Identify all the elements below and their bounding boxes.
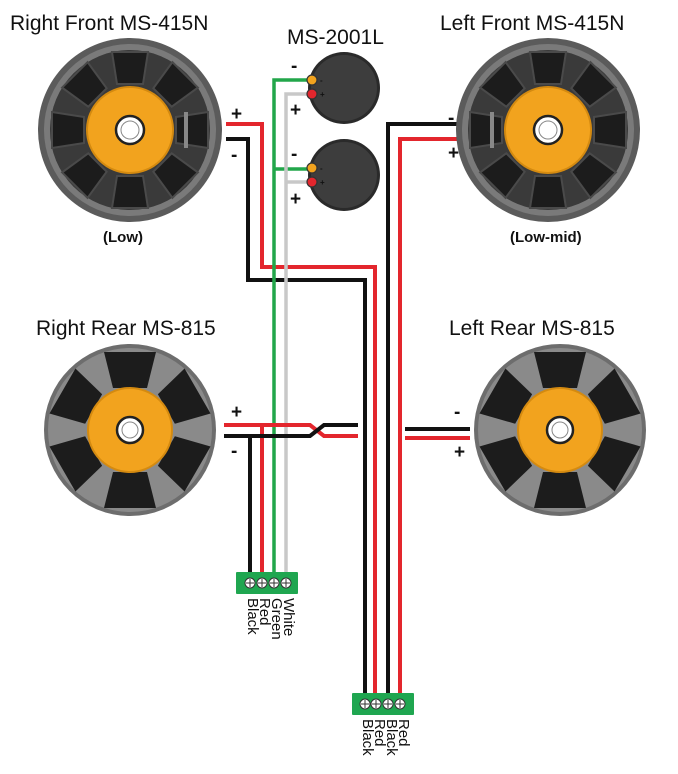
tweeter-top-term-neg: - <box>320 76 323 85</box>
left-block-label-green: Green <box>268 598 285 640</box>
bottom-terminal-block <box>352 693 414 715</box>
bottom-block-label-black-1: Black <box>359 719 376 756</box>
right-front-pos-label: + <box>231 104 242 125</box>
left-block-label-white: White <box>280 598 297 636</box>
right-rear-speaker <box>42 342 218 518</box>
right-front-positive-wire <box>226 122 377 693</box>
right-front-title: Right Front MS-415N <box>10 12 208 35</box>
right-front-neg-label: - <box>231 145 237 166</box>
left-rear-pos-label: + <box>454 442 465 463</box>
right-rear-negative-cross-wire <box>250 423 358 438</box>
tweeter-top-negative-wire <box>272 78 310 572</box>
tweeter-bottom-term-neg: - <box>320 164 323 173</box>
tweeter-title: MS-2001L <box>287 26 384 49</box>
left-rear-speaker <box>472 342 648 518</box>
tweeter-top-term-pos: + <box>320 90 325 99</box>
tweeter-top-pos-label: + <box>290 100 301 121</box>
left-rear-title: Left Rear MS-815 <box>449 317 615 340</box>
tweeter-bottom: - + <box>306 139 380 211</box>
bottom-block-label-red-1: Red <box>371 719 388 747</box>
right-front-speaker <box>36 36 224 224</box>
tweeter-top-positive-wire <box>284 92 310 572</box>
left-block-label-red: Red <box>256 598 273 626</box>
right-rear-positive-drop-wire <box>224 423 264 572</box>
left-front-negative-wire <box>386 122 470 693</box>
tweeter-top: - + <box>306 52 380 124</box>
bottom-block-label-black-2: Black <box>383 719 400 756</box>
left-front-pos-label: + <box>448 143 459 164</box>
tweeter-top-neg-label: - <box>291 56 297 77</box>
right-front-sublabel: (Low) <box>103 229 143 246</box>
tweeter-top-negative-terminal <box>306 74 318 86</box>
left-front-sublabel: (Low-mid) <box>510 229 582 246</box>
tweeter-bottom-neg-label: - <box>291 144 297 165</box>
left-front-speaker <box>454 36 642 224</box>
left-terminal-block <box>236 572 298 594</box>
bottom-block-label-red-2: Red <box>395 719 412 747</box>
tweeter-bottom-positive-terminal <box>306 176 318 188</box>
left-front-title: Left Front MS-415N <box>440 12 624 35</box>
right-rear-title: Right Rear MS-815 <box>36 317 216 340</box>
tweeter-bottom-term-pos: + <box>320 178 325 187</box>
left-front-positive-wire <box>398 137 470 693</box>
right-front-negative-wire <box>226 137 367 693</box>
tweeter-bottom-negative-terminal <box>306 162 318 174</box>
left-rear-neg-label: - <box>454 402 460 423</box>
right-rear-pos-label: + <box>231 402 242 423</box>
right-rear-neg-label: - <box>231 441 237 462</box>
left-block-label-black: Black <box>244 598 261 635</box>
left-front-neg-label: - <box>448 108 454 129</box>
tweeter-bottom-pos-label: + <box>290 189 301 210</box>
tweeter-top-positive-terminal <box>306 88 318 100</box>
